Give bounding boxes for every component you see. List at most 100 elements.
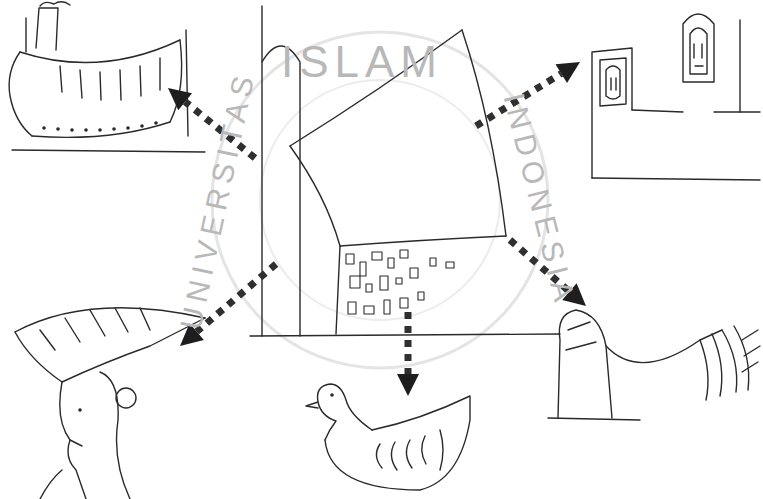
sketch-line: [15, 308, 205, 332]
sketch-line: [742, 330, 758, 340]
sketch-line: [120, 70, 121, 100]
window-opening: [400, 250, 408, 258]
sketch-dot: [330, 393, 334, 397]
sketch-dot: [42, 126, 46, 130]
ship-sketch: [9, 2, 205, 152]
sketch-line: [683, 14, 714, 82]
sketch-line: [70, 440, 82, 446]
sketch-dot: [98, 128, 102, 132]
sketch-line: [170, 40, 182, 122]
window-opening: [410, 268, 418, 278]
sketch-line: [714, 111, 760, 112]
sketch-dot: [140, 124, 144, 128]
sketch-line: [115, 308, 128, 332]
sketch-line: [615, 78, 616, 90]
sketch-line: [712, 334, 722, 396]
sketch-line: [140, 308, 150, 330]
sketch-line: [739, 20, 740, 112]
sketch-line: [701, 44, 702, 58]
window-opening: [380, 276, 388, 290]
sketch-line: [40, 330, 55, 350]
sketch-line: [566, 342, 596, 350]
sketch-line: [632, 110, 683, 112]
sketch-line: [60, 382, 86, 499]
window-opening: [396, 278, 402, 284]
watermark-text: ISLAM: [281, 37, 443, 87]
window-opening: [384, 300, 390, 314]
sketch-line: [700, 340, 708, 400]
sketch-line: [606, 66, 620, 99]
sketch-line: [558, 310, 722, 418]
sketch-dot: [84, 128, 88, 132]
sketch-line: [80, 70, 82, 98]
sketch-line: [318, 384, 373, 440]
window-opening: [372, 252, 382, 260]
sketch-line: [734, 326, 749, 390]
sketch-line: [462, 30, 506, 236]
sketch-line: [32, 122, 170, 137]
arrowhead: [562, 283, 586, 306]
sketch-line: [62, 318, 205, 382]
sketch-line: [376, 444, 382, 468]
sketch-line: [325, 396, 470, 490]
sketch-circle: [116, 388, 136, 408]
window-opening: [348, 302, 356, 314]
window-opening: [364, 306, 374, 314]
sketch-line: [406, 440, 412, 468]
sketch-dot: [56, 127, 60, 131]
sketch-line: [65, 318, 80, 342]
arrowhead: [555, 62, 580, 83]
arrowhead: [397, 374, 419, 396]
dotted-arrow-line: [405, 312, 412, 374]
dotted-arrows: [168, 62, 586, 396]
window-opening: [446, 262, 454, 268]
sketch-line: [159, 58, 160, 90]
dotted-arrow-line: [197, 264, 276, 332]
duck-sketch: [306, 384, 470, 490]
window-opening: [388, 258, 394, 268]
sketch-line: [262, 46, 300, 336]
sketch-line: [568, 322, 590, 330]
watermark-text: UNIVERSITAS: [174, 67, 262, 332]
sketch-line: [186, 30, 188, 136]
sketch-line: [90, 310, 105, 336]
sketch-line: [606, 346, 612, 418]
sketch-line: [290, 146, 340, 246]
nun-hat-sketch: [15, 308, 205, 499]
sketch-line: [20, 40, 180, 63]
sketch-dot: [70, 128, 74, 132]
sketch-line: [422, 436, 426, 464]
dotted-arrow-line: [185, 102, 255, 158]
arrowhead: [180, 323, 204, 346]
sketch-line: [250, 334, 560, 336]
sketch-dot: [154, 121, 158, 125]
sketch-line: [140, 66, 141, 96]
window-opening: [360, 262, 366, 276]
window-opening: [346, 254, 354, 264]
sketch-dot: [126, 126, 130, 130]
sketch-line: [600, 58, 626, 106]
window-opening: [350, 276, 360, 288]
window-opening: [400, 298, 408, 308]
sketch-dot: [78, 408, 82, 412]
sketch-line: [592, 48, 632, 178]
window-opening: [430, 258, 436, 266]
sketch-line: [742, 362, 758, 372]
sketch-line: [36, 8, 58, 50]
sketch-line: [690, 28, 707, 74]
sketch-line: [592, 178, 760, 180]
arrowhead: [168, 88, 192, 110]
sketch-line: [25, 18, 26, 52]
sketch-line: [693, 44, 694, 58]
sketch-line: [15, 332, 62, 382]
sketch-line: [695, 65, 703, 66]
sketch-line: [744, 346, 760, 356]
sketch-line: [40, 470, 62, 499]
sketch-line: [12, 150, 205, 152]
sketch-line: [340, 236, 506, 246]
ronchamp-chapel-sketch: [250, 6, 560, 336]
dotted-arrow-line: [476, 74, 561, 126]
sketch-line: [440, 430, 443, 470]
sketch-line: [261, 6, 262, 336]
